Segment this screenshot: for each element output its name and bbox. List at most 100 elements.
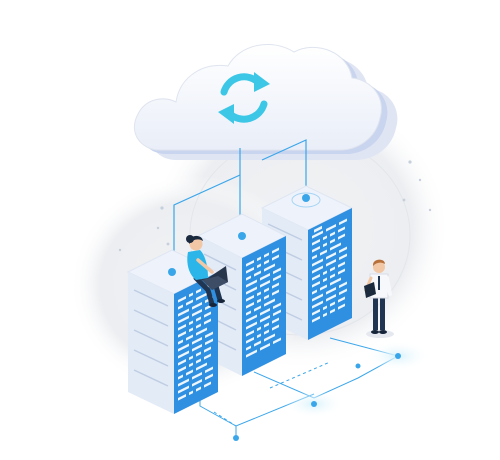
server-data-dash [338, 233, 345, 240]
server-data-dash [192, 309, 202, 317]
server-data-dash [186, 299, 193, 306]
server-data-dash [257, 326, 261, 332]
server-data-dash [205, 366, 213, 374]
server-data-dash [246, 349, 257, 358]
server-data-dash [312, 246, 320, 253]
server-data-dash [178, 366, 186, 373]
server-data-dash [204, 311, 211, 318]
server-data-dash [254, 270, 261, 277]
floor-nodes [233, 341, 430, 441]
server-data-dash [264, 322, 269, 328]
server-data-dash [323, 277, 327, 283]
server-data-dash [178, 339, 183, 345]
server-data-dash [257, 263, 261, 269]
server-data-dash [178, 331, 186, 338]
server-data-dash [330, 238, 335, 244]
server-data-dash [204, 381, 211, 388]
server-data-dash [273, 337, 281, 345]
server-data-dash [196, 362, 207, 371]
server-data-pattern [178, 218, 347, 401]
server-data-dash [320, 284, 327, 291]
server-data-dash [186, 334, 193, 341]
server-data-dash [312, 293, 323, 302]
server-data-dash [257, 333, 261, 339]
server-data-dash [339, 218, 347, 226]
server-data-dash [257, 256, 261, 262]
server-data-dash [260, 280, 270, 288]
server-data-dash [323, 270, 327, 276]
server-data-dash [330, 273, 335, 279]
server-data-dash [323, 242, 327, 248]
server-data-dash [264, 287, 269, 293]
server-data-dash [320, 249, 327, 256]
server-data-dash [272, 317, 279, 324]
server-data-dash [338, 261, 345, 268]
server-data-dash [312, 281, 320, 288]
server-data-dash [205, 331, 213, 339]
server-data-dash [192, 379, 202, 387]
server-data-dash [189, 292, 193, 298]
server-data-dash [178, 324, 186, 331]
server-data-dash [312, 289, 317, 295]
server-data-dash [330, 242, 341, 251]
server-data-dash [178, 394, 186, 401]
server-data-dash [246, 310, 251, 316]
server-data-dash [312, 274, 320, 281]
server-data-dash [312, 230, 323, 239]
server-data-dash [196, 288, 201, 294]
server-data-dash [312, 300, 323, 309]
person-with-tablet-icon [363, 259, 394, 338]
person-with-laptop-icon [186, 235, 228, 307]
server-data-dash [338, 268, 345, 275]
server-data-dash [246, 260, 254, 267]
server-data-dash [246, 345, 251, 351]
server-data-dash [246, 321, 257, 330]
server-data-dash [312, 258, 323, 267]
server-data-dash [178, 350, 189, 359]
server-data-dash [323, 312, 327, 318]
sync-arrows-icon [218, 72, 270, 124]
server-data-dash [330, 277, 341, 286]
server-data-dash [273, 302, 281, 310]
server-data-dash [205, 338, 213, 346]
server-data-dash [192, 344, 202, 352]
server-data-dash [257, 298, 261, 304]
server-data-dash [326, 252, 336, 260]
server-data-dash [330, 308, 335, 314]
server-data-dash [330, 301, 335, 307]
server-data-dash [339, 288, 347, 296]
server-data-dash [189, 362, 193, 368]
server-data-dash [273, 309, 281, 317]
server-data-dash [338, 296, 345, 303]
server-data-dash [260, 343, 270, 351]
server-data-dash [260, 308, 270, 316]
server-data-dash [189, 320, 193, 326]
server-data-dash [178, 308, 189, 317]
server-data-dash [326, 224, 336, 232]
server-data-dash [246, 286, 257, 295]
server-data-dash [338, 226, 345, 233]
server-data-dash [312, 254, 317, 260]
server-data-dash [192, 337, 202, 345]
server-data-dash [264, 298, 275, 307]
server-data-dash [178, 296, 186, 303]
server-data-dash [264, 329, 269, 335]
server-data-dash [312, 316, 320, 323]
server-data-dash [330, 266, 335, 272]
server-data-dash [257, 291, 261, 297]
server-data-dash [196, 327, 207, 336]
server-data-dash [339, 253, 347, 261]
server-data-dash [204, 346, 211, 353]
server-data-dash [204, 353, 211, 360]
server-data-dash [178, 315, 189, 324]
server-data-dash [323, 305, 327, 311]
server-data-dash [339, 281, 347, 289]
server-data-dash [264, 333, 275, 342]
server-data-dash [189, 355, 193, 361]
server-data-dash [196, 323, 201, 329]
server-data-dash [178, 359, 186, 366]
server-data-dash [196, 351, 201, 357]
server-data-dash [273, 274, 281, 282]
